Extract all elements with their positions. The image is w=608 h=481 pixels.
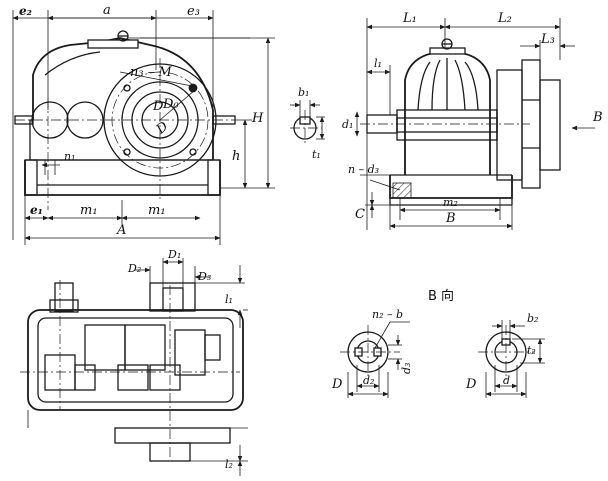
label-C: C bbox=[355, 207, 365, 222]
shaft-key-section: b₁ t₁ bbox=[290, 86, 325, 161]
label-n2-b: n₂ – b bbox=[372, 308, 403, 321]
label-D0: D₀ bbox=[162, 97, 179, 112]
label-l1-top: l₁ bbox=[225, 293, 233, 306]
label-D2: D₂ bbox=[127, 262, 141, 275]
label-d: d bbox=[503, 374, 510, 387]
label-D-internal: D bbox=[331, 377, 343, 392]
label-D3: D₃ bbox=[197, 270, 211, 283]
label-n3-M: n₃ – M bbox=[130, 65, 172, 80]
label-t2: t₂ bbox=[527, 344, 536, 357]
label-L2: L₂ bbox=[497, 11, 512, 26]
label-D1: D₁ bbox=[167, 248, 181, 261]
label-m1-right: m₁ bbox=[148, 203, 166, 218]
label-t1: t₁ bbox=[312, 148, 321, 161]
label-d1: d₁ bbox=[342, 118, 353, 131]
label-e2: e₂ bbox=[19, 4, 32, 18]
label-B: B bbox=[445, 211, 456, 226]
label-L1: L₁ bbox=[402, 11, 417, 26]
front-view: e₂ a e₃ n₃ – M D D₀ D H h n₁ e₁ m₁ m₁ A bbox=[12, 3, 275, 245]
label-h: h bbox=[232, 149, 240, 164]
shaft-end: b₂ t₂ D d bbox=[465, 312, 545, 398]
label-H: H bbox=[251, 111, 264, 126]
label-e1: e₁ bbox=[30, 203, 43, 217]
label-b1: b₁ bbox=[298, 86, 309, 99]
label-A: A bbox=[116, 223, 126, 238]
label-n1: n₁ bbox=[64, 150, 76, 163]
label-m1-left: m₁ bbox=[80, 203, 98, 218]
internal-hub: n₂ – b d₃ D d₂ bbox=[331, 308, 413, 398]
direction-view-title: B 向 bbox=[428, 288, 454, 304]
side-view: L₁ L₂ L₃ l₁ d₁ B bbox=[342, 11, 603, 230]
label-D: D bbox=[152, 99, 164, 114]
label-e3: e₃ bbox=[187, 4, 200, 19]
label-m2: m₂ bbox=[443, 196, 458, 209]
label-d3: d₃ bbox=[400, 363, 413, 374]
label-l2-top: l₂ bbox=[225, 458, 233, 471]
direction-view: B 向 n₂ – b d₃ D d₂ bbox=[331, 288, 545, 398]
label-D-shaft: D bbox=[465, 377, 477, 392]
label-L3: L₃ bbox=[540, 32, 555, 47]
label-l1: l₁ bbox=[374, 57, 382, 70]
label-a: a bbox=[103, 3, 111, 18]
top-view: D₂ D₁ D₃ l₁ l₂ bbox=[20, 248, 248, 476]
label-b2: b₂ bbox=[527, 312, 538, 325]
label-n-d3: n – d₃ bbox=[348, 163, 379, 176]
label-d2: d₂ bbox=[363, 374, 374, 387]
label-B-arrow: B bbox=[592, 110, 603, 125]
